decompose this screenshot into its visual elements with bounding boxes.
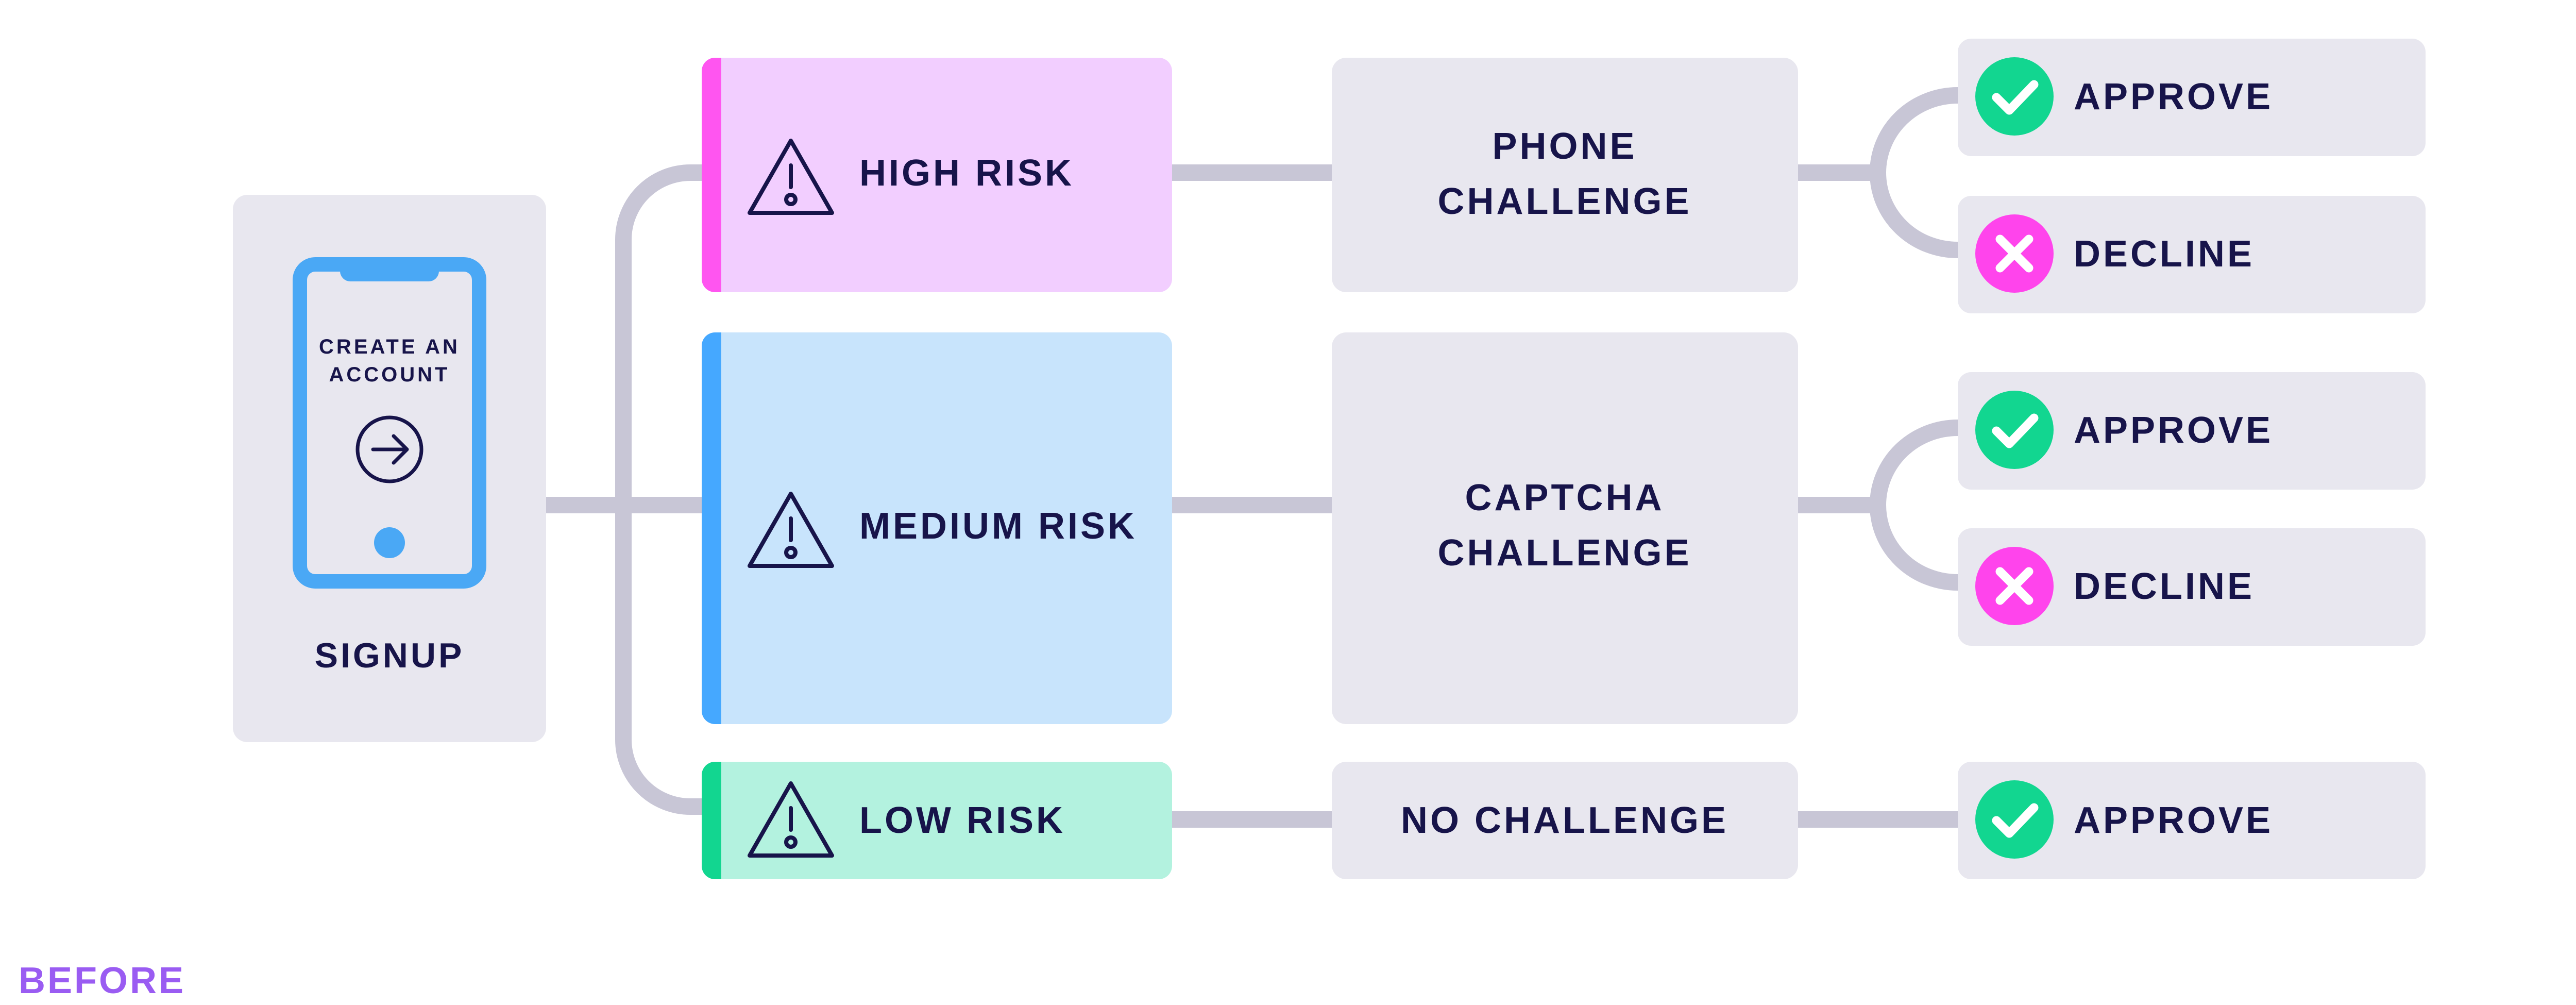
risk-box-medium: MEDIUM RISK: [702, 332, 1172, 724]
challenge-label-captcha-line1: CAPTCHA: [1465, 477, 1665, 518]
phone-icon: [293, 257, 486, 589]
outcome-box-approve-1: APPROVE: [1958, 39, 2426, 156]
connector-branch-spine: [615, 164, 702, 815]
signup-card: CREATE AN ACCOUNT SIGNUP: [233, 195, 546, 742]
challenge-label-captcha-line2: CHALLENGE: [1438, 532, 1692, 574]
risk-label-medium: MEDIUM RISK: [859, 506, 1137, 547]
outcome-label-decline: DECLINE: [2074, 233, 2255, 275]
challenge-label-phone-line2: CHALLENGE: [1438, 181, 1692, 222]
risk-label-low: LOW RISK: [859, 800, 1065, 841]
warning-icon: [748, 139, 834, 215]
outcome-label-decline: DECLINE: [2074, 566, 2255, 607]
outcome-box-approve-3: APPROVE: [1958, 762, 2426, 879]
check-icon: [1975, 391, 2054, 469]
warning-icon: [748, 492, 834, 568]
outcome-label-approve: APPROVE: [2074, 76, 2273, 118]
signup-screen-text-line2: ACCOUNT: [329, 363, 450, 386]
warning-icon: [748, 781, 834, 858]
outcome-box-decline-2: DECLINE: [1958, 528, 2426, 646]
connector-captcha-to-outcomes: [1798, 420, 1958, 591]
outcome-box-decline-1: DECLINE: [1958, 196, 2426, 313]
signup-screen-text-line1: CREATE AN: [319, 336, 460, 358]
outcome-label-approve: APPROVE: [2074, 800, 2273, 841]
check-icon: [1975, 57, 2054, 136]
connectors: [546, 87, 1958, 828]
risk-box-low: LOW RISK: [702, 762, 1172, 879]
outcome-label-approve: APPROVE: [2074, 410, 2273, 451]
outcome-box-approve-2: APPROVE: [1958, 372, 2426, 490]
challenge-box-phone: PHONE CHALLENGE: [1332, 58, 1798, 292]
signup-label: SIGNUP: [315, 636, 465, 675]
challenge-label-phone-line1: PHONE: [1492, 126, 1637, 167]
challenge-box-captcha: CAPTCHA CHALLENGE: [1332, 332, 1798, 724]
arrow-right-icon: [355, 415, 423, 483]
footer-tag: BEFORE: [19, 960, 186, 1001]
check-icon: [1975, 780, 2054, 859]
connector-phone-to-outcomes: [1798, 87, 1958, 258]
risk-label-high: HIGH RISK: [859, 153, 1074, 194]
risk-box-high: HIGH RISK: [702, 58, 1172, 292]
challenge-box-none: NO CHALLENGE: [1332, 762, 1798, 879]
challenge-label-none: NO CHALLENGE: [1401, 800, 1728, 841]
